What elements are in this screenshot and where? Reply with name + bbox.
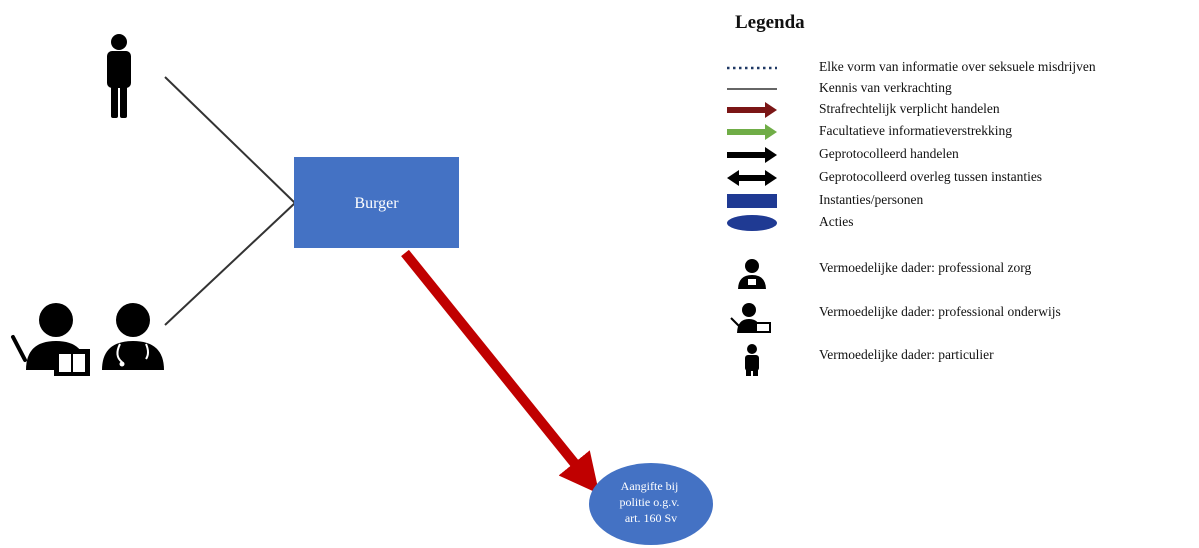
legend-label: Kennis van verkrachting [819,80,952,95]
red-arrow [401,249,600,495]
solid-line-icon [727,88,777,90]
legend-label: Vermoedelijke dader: professional zorg [819,260,1032,275]
legend-label: Vermoedelijke dader: professional onderw… [819,304,1061,319]
legend-label: Facultatieve informatieverstrekking [819,123,1013,138]
burger-label: Burger [354,195,399,212]
burger-box [294,157,459,248]
aangifte-line-1: Aangifte bij [621,479,679,493]
teacher-professional-icon [730,303,771,333]
green-arrow-icon [727,124,777,140]
blue-rectangle-icon [727,194,777,208]
care-professional-icon [738,259,766,289]
legend-title: Legenda [735,12,805,33]
aangifte-line-3: art. 160 Sv [625,511,677,525]
private-person-icon [745,344,759,376]
legend-label: Strafrechtelijk verplicht handelen [819,101,1000,116]
person-to-burger-line [164,76,296,204]
teacher-professional-icon [11,303,90,376]
care-professional-icon [102,303,164,370]
aangifte-line-2: politie o.g.v. [620,495,680,509]
black-arrow-icon [727,147,777,163]
legend-label: Geprotocolleerd overleg tussen instantie… [819,169,1043,184]
aangifte-label: Aangifte bij politie o.g.v. art. 160 Sv [620,479,683,525]
aangifte-ellipse [589,463,713,545]
double-arrow-icon [727,170,777,186]
dotted-line-icon [727,66,777,70]
blue-ellipse-icon [727,215,777,231]
legend-label: Acties [819,214,854,229]
legend-label: Instanties/personen [819,192,924,207]
legend-label: Geprotocolleerd handelen [819,146,959,161]
legend-label: Elke vorm van informatie over seksuele m… [819,59,1096,74]
legend-label: Vermoedelijke dader: particulier [819,347,994,362]
maroon-arrow-icon [727,102,777,118]
private-person-icon [107,34,131,118]
professionals-to-burger-line [164,202,296,326]
